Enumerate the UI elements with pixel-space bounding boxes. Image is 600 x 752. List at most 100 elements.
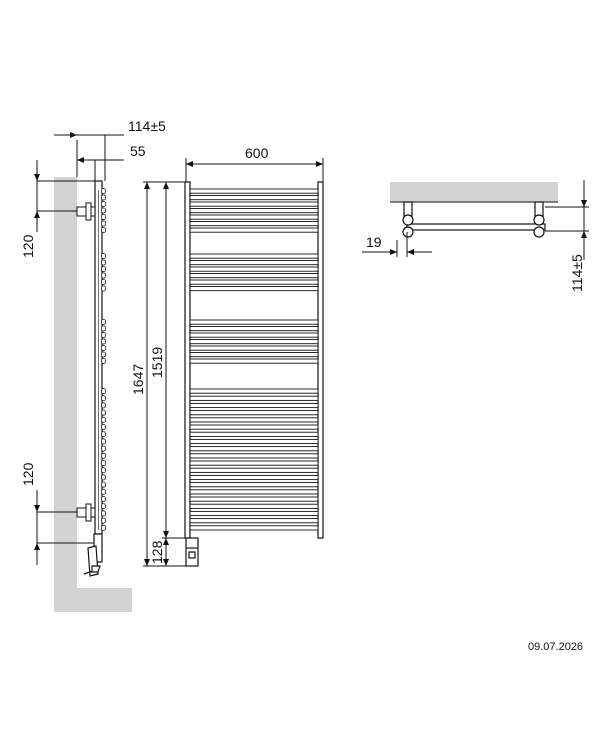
towel-bar: [189, 482, 319, 488]
tube-profile: [100, 351, 107, 358]
dim-bottom-clearance: 128: [149, 540, 165, 564]
tube-profile: [100, 452, 107, 459]
tube-profile: [100, 474, 107, 481]
side-view: 114±5 55 120 120: [20, 118, 166, 612]
towel-bar: [189, 253, 319, 259]
tube-profile: [100, 252, 107, 259]
heating-element-side: [83, 533, 103, 577]
towel-bar: [189, 388, 319, 394]
tube-profile: [100, 285, 107, 292]
towel-bar: [189, 446, 319, 452]
tube-profile: [100, 357, 107, 364]
towel-bar: [189, 417, 319, 423]
tube-profile: [100, 395, 107, 402]
towel-bar: [189, 467, 319, 473]
towel-bar: [189, 227, 319, 233]
dim-width: 600: [245, 145, 269, 161]
towel-bar: [189, 431, 319, 437]
towel-bar: [189, 352, 319, 358]
tube-profile: [100, 423, 107, 430]
towel-bar: [189, 214, 319, 220]
tube-profile: [100, 438, 107, 445]
tube-profile: [100, 524, 107, 531]
tube-profile: [100, 445, 107, 452]
towel-bar: [189, 358, 319, 364]
tube-profile: [100, 409, 107, 416]
heating-element-front: [185, 537, 199, 567]
towel-bar: [189, 410, 319, 416]
tube-profile: [100, 503, 107, 510]
towel-bar: [189, 266, 319, 272]
tube-profile: [100, 338, 107, 345]
tube-profile: [100, 194, 107, 201]
towel-bar: [189, 208, 319, 214]
tube-profile: [100, 344, 107, 351]
towel-bar: [189, 424, 319, 430]
wall-side: [54, 177, 132, 612]
towel-bar: [189, 326, 319, 332]
dim-height-inner: 1519: [149, 347, 165, 378]
bracket-right-top: [533, 201, 545, 238]
towel-bar: [189, 525, 319, 531]
towel-bar: [189, 319, 319, 325]
bracket-left-top: [402, 201, 414, 238]
right-collector: [317, 181, 324, 539]
towel-bar: [189, 438, 319, 445]
wall-bracket-bottom: [76, 503, 96, 522]
tube-profile: [100, 278, 107, 285]
towel-bar: [189, 503, 319, 509]
top-view: 19 114±5: [362, 180, 589, 292]
tube-profile: [100, 200, 107, 207]
towel-bar: [189, 201, 319, 207]
towel-bar: [189, 453, 319, 459]
dim-side-gap: 19: [366, 234, 382, 250]
tube-profile: [100, 259, 107, 266]
tube-profile: [100, 207, 107, 214]
towel-bar: [189, 510, 319, 517]
tube-profile: [100, 318, 107, 325]
tube-profile: [100, 387, 107, 394]
towel-bar: [189, 474, 319, 481]
dim-depth-total: 114±5: [128, 118, 166, 134]
towel-bar: [189, 273, 319, 279]
wall-bracket-top: [76, 202, 96, 221]
towel-bar: [189, 279, 319, 285]
towel-bar: [189, 402, 319, 409]
tube-profile: [100, 402, 107, 409]
tube-profile: [100, 265, 107, 272]
towel-bar: [189, 395, 319, 401]
tube-profile: [100, 431, 107, 438]
tube-profile: [100, 510, 107, 517]
towel-bar: [189, 518, 319, 524]
towel-bars: [189, 188, 319, 531]
dim-offset-bottom: 120: [20, 462, 36, 486]
front-view: 600 1647 1519 128: [130, 145, 324, 567]
towel-bar: [189, 339, 319, 345]
tube-profiles: [100, 187, 107, 531]
towel-bar: [189, 496, 319, 502]
wall-top: [390, 182, 558, 202]
tube-profile: [100, 325, 107, 332]
towel-bar: [189, 286, 319, 292]
tube-profile: [100, 467, 107, 474]
tube-profile: [100, 481, 107, 488]
tube-profile: [100, 272, 107, 279]
tube-profile: [100, 416, 107, 423]
tube-profile: [100, 495, 107, 502]
dim-height-total: 1647: [130, 364, 146, 395]
towel-bar: [189, 221, 319, 227]
left-collector: [184, 181, 191, 539]
dim-depth-total-top: 114±5: [569, 254, 585, 292]
drawing-date: 09.07.2026: [528, 641, 584, 653]
tube-profile: [100, 488, 107, 495]
dim-depth-pipe: 55: [130, 143, 146, 159]
tube-profile: [100, 226, 107, 233]
towel-bar: [189, 260, 319, 266]
towel-bar: [189, 332, 319, 338]
towel-bar: [189, 489, 319, 495]
towel-bar: [189, 195, 319, 201]
tube-profile: [100, 331, 107, 338]
dim-offset-top: 120: [20, 234, 36, 258]
towel-bar: [189, 460, 319, 466]
